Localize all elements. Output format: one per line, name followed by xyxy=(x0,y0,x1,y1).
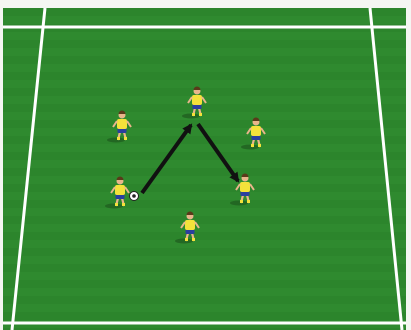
pitch-stripe xyxy=(0,248,411,256)
left-margin xyxy=(0,0,3,330)
pitch-stripe xyxy=(0,296,411,304)
pitch-stripe xyxy=(0,120,411,128)
pitch-stripe xyxy=(0,200,411,208)
pitch-stripe xyxy=(0,184,411,192)
pitch-stripe xyxy=(0,232,411,240)
pitch-stripe xyxy=(0,40,411,48)
right-margin xyxy=(406,0,411,330)
pitch-stripe xyxy=(0,168,411,176)
top-margin xyxy=(0,0,411,8)
pitch-stripe xyxy=(0,56,411,64)
pitch-stripes xyxy=(0,8,411,330)
pitch-stripe xyxy=(0,152,411,160)
pitch-stripe xyxy=(0,88,411,96)
soccer-ball xyxy=(130,192,139,201)
pitch-stripe xyxy=(0,312,411,320)
pitch-stripe xyxy=(0,72,411,80)
pitch-stripe xyxy=(0,216,411,224)
pitch-stripe xyxy=(0,8,411,16)
pitch-stripe xyxy=(0,104,411,112)
pitch-stripe xyxy=(0,280,411,288)
pitch-stripe xyxy=(0,264,411,272)
